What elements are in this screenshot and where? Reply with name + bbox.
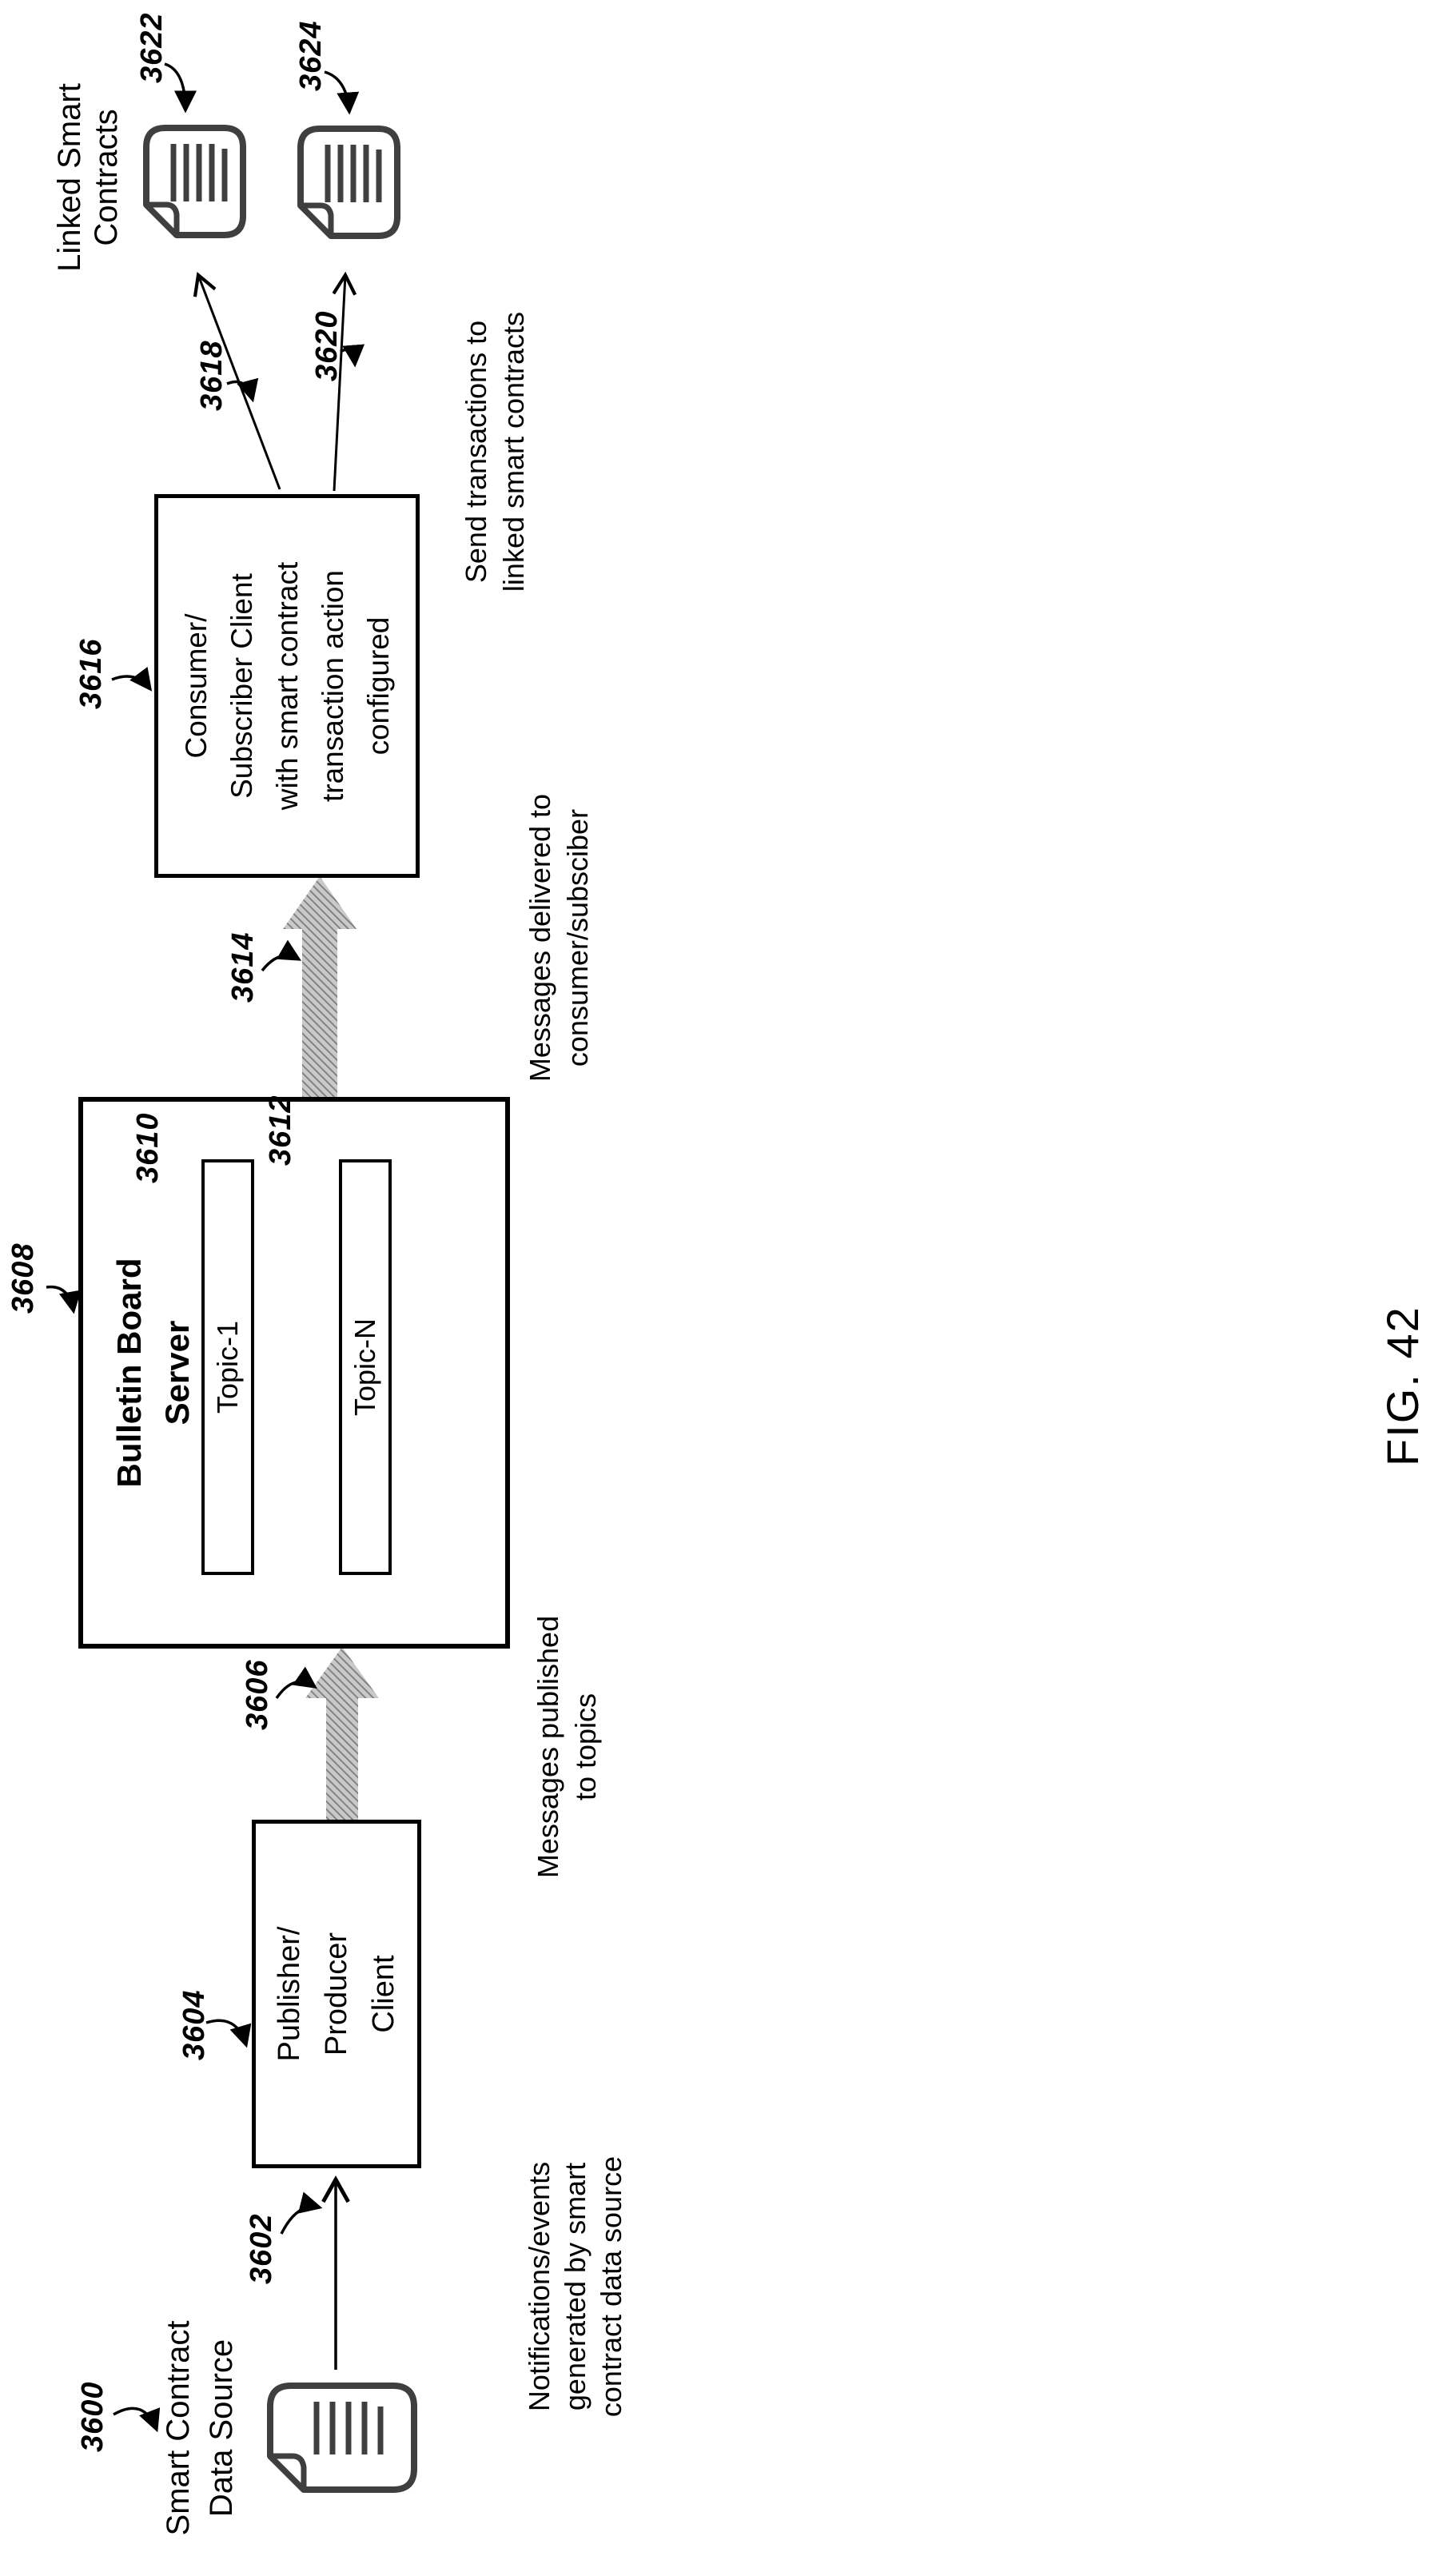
topic-n-box: Topic-N bbox=[339, 1159, 392, 1575]
document-icon bbox=[143, 125, 246, 238]
data-source-label-line: Data Source bbox=[204, 2339, 239, 2518]
flow-arrow-3620 bbox=[334, 275, 345, 492]
consumer-box-line: Subscriber Client bbox=[225, 573, 258, 799]
document-icon bbox=[297, 126, 400, 239]
data-source-label-line: Smart Contract bbox=[161, 2320, 196, 2536]
caption-line: Messages delivered to bbox=[524, 793, 556, 1083]
ref-3608: 3608 bbox=[6, 1242, 40, 1314]
ref-3606: 3606 bbox=[241, 1659, 274, 1730]
ref-3614: 3614 bbox=[226, 931, 260, 1003]
caption-line: Messages published bbox=[532, 1615, 564, 1879]
consumer-box-line: Consumer/ bbox=[179, 613, 213, 759]
consumer-box-line: with smart contract bbox=[270, 561, 304, 811]
publish-caption: Messages published to topics bbox=[529, 1607, 604, 1887]
consumer-box-line: configured bbox=[361, 616, 395, 756]
leader-3620 bbox=[340, 344, 365, 368]
linked-contracts-heading: Linked Smart Contracts bbox=[51, 18, 125, 337]
caption-line: contract data source bbox=[595, 2155, 627, 2418]
ref-3618: 3618 bbox=[195, 340, 229, 411]
ref-3600: 3600 bbox=[76, 2381, 110, 2452]
publisher-producer-box: Publisher/ Producer Client bbox=[252, 1820, 421, 2168]
topic-1-label: Topic-1 bbox=[211, 1320, 244, 1414]
leader-3624 bbox=[324, 70, 360, 115]
ref-3610: 3610 bbox=[131, 1112, 165, 1183]
heading-line: Linked Smart bbox=[52, 83, 87, 272]
ref-3622: 3622 bbox=[135, 12, 169, 83]
leader-3606 bbox=[275, 1666, 317, 1700]
thick-arrow-3606 bbox=[305, 1647, 379, 1820]
topic-1-box: Topic-1 bbox=[201, 1159, 254, 1575]
heading-line: Contracts bbox=[89, 109, 124, 246]
consumer-box-line: transaction action bbox=[316, 570, 349, 803]
ref-3602: 3602 bbox=[245, 2213, 278, 2284]
leader-3614 bbox=[261, 939, 302, 972]
publisher-box-line: Producer bbox=[319, 1932, 353, 2056]
notifications-caption: Notifications/events generated by smart … bbox=[521, 2127, 629, 2446]
caption-line: linked smart contracts bbox=[497, 311, 530, 592]
ref-3612: 3612 bbox=[264, 1095, 297, 1166]
data-source-label: Smart Contract Data Source bbox=[157, 2292, 243, 2564]
leader-3604 bbox=[205, 2019, 252, 2048]
ref-3616: 3616 bbox=[74, 638, 108, 709]
consumer-subscriber-box: Consumer/ Subscriber Client with smart c… bbox=[154, 494, 420, 878]
leader-3602 bbox=[280, 2191, 323, 2235]
caption-line: generated by smart bbox=[559, 2162, 592, 2411]
deliver-caption: Messages delivered to consumer/subsciber bbox=[521, 778, 596, 1098]
leader-3616 bbox=[111, 667, 153, 692]
figure-caption: FIG. 42 bbox=[1377, 1306, 1428, 1466]
document-icon bbox=[267, 2383, 417, 2493]
leader-3608 bbox=[46, 1285, 82, 1314]
publisher-box-line: Publisher/ bbox=[272, 1926, 306, 2062]
caption-line: to topics bbox=[569, 1693, 602, 1801]
send-tx-caption: Send transactions to linked smart contra… bbox=[457, 264, 532, 640]
ref-3620: 3620 bbox=[310, 310, 344, 381]
ref-3604: 3604 bbox=[177, 1989, 211, 2060]
topic-n-label: Topic-N bbox=[349, 1318, 381, 1417]
leader-3622 bbox=[164, 62, 197, 114]
caption-line: Notifications/events bbox=[523, 2161, 556, 2412]
ref-3624: 3624 bbox=[294, 20, 328, 91]
leader-3618 bbox=[226, 377, 259, 403]
caption-line: Send transactions to bbox=[460, 320, 492, 584]
caption-line: consumer/subsciber bbox=[561, 808, 594, 1067]
leader-3600 bbox=[113, 2407, 161, 2433]
publisher-box-line: Client bbox=[366, 1955, 400, 2033]
thick-arrow-3614 bbox=[283, 876, 357, 1098]
